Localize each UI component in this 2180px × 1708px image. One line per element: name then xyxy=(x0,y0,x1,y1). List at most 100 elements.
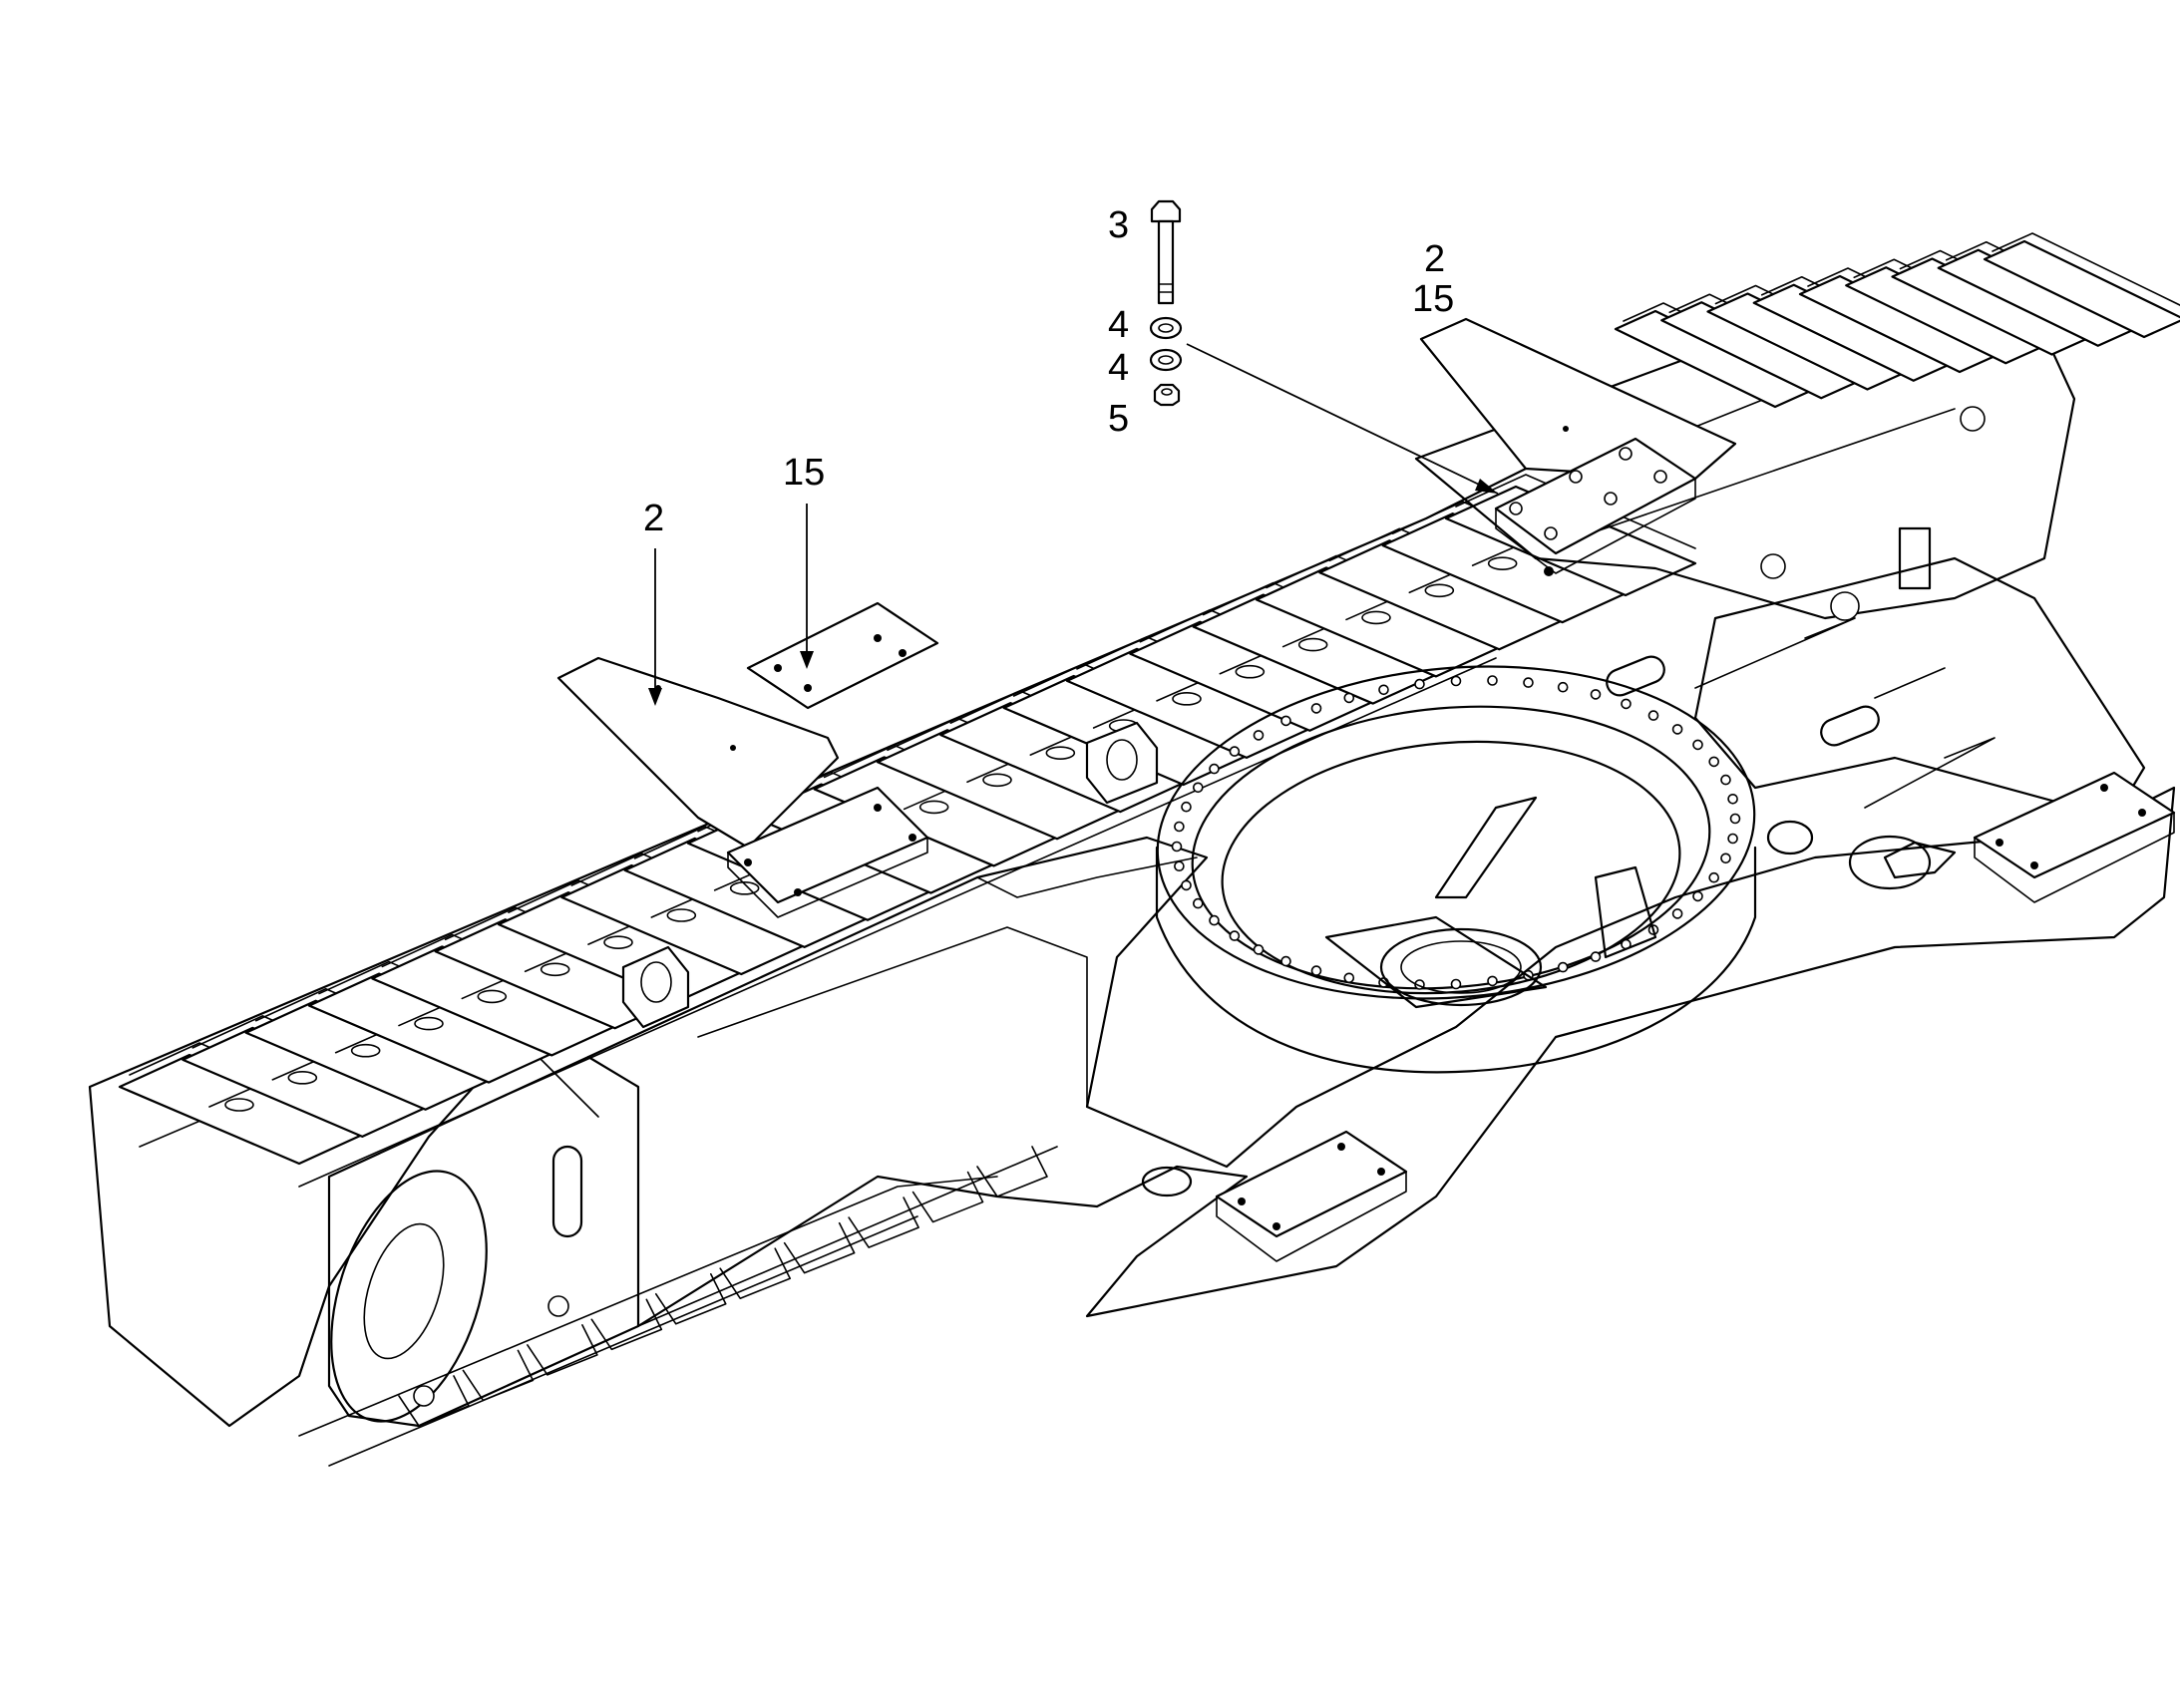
left-lower-shoe xyxy=(654,1272,727,1325)
rear-crossmember-ribs xyxy=(1694,617,1996,809)
swing-ring-bolt-hole xyxy=(1209,763,1220,775)
bolt-shank xyxy=(1157,219,1175,305)
leader-fastener-stack-arrowhead xyxy=(1475,479,1498,494)
center-frame-outline xyxy=(586,786,2176,1328)
callout-left-pad-plate: 15 xyxy=(783,452,825,494)
swing-ring-bolt-hole xyxy=(1343,972,1355,984)
callout-washer-upper: 4 xyxy=(1108,304,1129,346)
swing-ring-bolt-hole xyxy=(1310,703,1322,714)
left-clamp-plate xyxy=(726,786,929,918)
swing-ring-bolt-hole xyxy=(1523,677,1534,688)
rear-slot-2 xyxy=(1820,705,1880,747)
swing-ring-bolt-hole xyxy=(1181,801,1192,813)
swing-ring-bolt-hole xyxy=(1708,756,1719,768)
swing-ring-outer xyxy=(1156,665,1756,1000)
swing-ring-bolt-hole xyxy=(1209,914,1220,926)
left-mounting-plate xyxy=(746,601,939,710)
swing-ring-bolt-hole xyxy=(1310,965,1322,976)
swing-ring-bolt-hole xyxy=(1708,871,1719,883)
left-carrier-roller-1 xyxy=(621,945,690,1029)
leader-left-part-15-arrowhead xyxy=(800,651,814,669)
front-center-pad xyxy=(1215,1130,1408,1262)
callout-right-pad-part: 2 xyxy=(1424,238,1445,280)
left-lower-track xyxy=(298,1146,1058,1467)
left-lower-shoe xyxy=(976,1146,1048,1197)
left-lower-shoe xyxy=(527,1324,598,1376)
swing-ring-bolt-hole xyxy=(1174,821,1185,833)
swing-ring-base xyxy=(1155,846,1757,1074)
swing-ring-inner-lip xyxy=(1191,705,1711,990)
right-track-assembly xyxy=(1414,232,2180,621)
swing-ring-bolt-hole xyxy=(1171,841,1183,853)
swing-center-hub-inner xyxy=(1400,940,1522,994)
right-track-shoe xyxy=(1983,232,2180,339)
left-idler-pin-2 xyxy=(413,1385,435,1407)
swing-ring-bolt-hole xyxy=(1729,813,1741,825)
left-carrier-roller-2 xyxy=(1085,721,1159,805)
left-lower-shoe xyxy=(848,1196,919,1248)
rear-right-pad xyxy=(1973,771,2176,903)
center-frame-web xyxy=(697,856,1198,1108)
rear-hole-1 xyxy=(1766,820,1814,855)
rear-hole-3 xyxy=(1883,841,1957,879)
swing-ring-bolt-hole xyxy=(1671,724,1683,735)
washer-part-4-lower xyxy=(1149,348,1183,372)
left-lower-shoes xyxy=(398,1146,1048,1427)
left-track-assembly xyxy=(88,437,1697,1467)
callout-washer-lower: 4 xyxy=(1108,347,1129,389)
right-wear-pad-wedge xyxy=(1419,317,1737,481)
leader-lines xyxy=(648,343,1499,706)
leader-left-part-2-arrowhead xyxy=(648,688,662,706)
callout-right-pad-plate: 15 xyxy=(1412,278,1454,320)
swing-ring-bolt-hole xyxy=(1174,860,1185,872)
swing-ring-bolt-hole xyxy=(1378,684,1389,696)
bolt-thread xyxy=(1158,283,1174,293)
left-idler-housing xyxy=(327,1055,640,1428)
swing-ring-bolt-hole xyxy=(1647,710,1659,721)
left-lower-shoe xyxy=(590,1298,663,1351)
rear-slot-1 xyxy=(1606,655,1665,697)
left-lower-shoe xyxy=(719,1247,792,1300)
swing-ring-bolt-hole xyxy=(1727,833,1738,845)
bolt-head xyxy=(1150,199,1182,223)
swing-ring-bolt-hole xyxy=(1727,793,1738,805)
left-idler-slot xyxy=(551,1145,583,1238)
swing-ring-bolt-hole xyxy=(1253,730,1265,741)
swing-ring-bolt-hole xyxy=(1557,961,1569,973)
swing-ring-spoke-1 xyxy=(1434,796,1538,899)
swing-ring-bolt-hole xyxy=(1193,897,1204,909)
right-mounting-plate-part-15 xyxy=(1494,437,1697,576)
swing-ring-bolt-hole xyxy=(1280,955,1291,967)
swing-ring-bolt-hole xyxy=(1229,746,1241,757)
swing-ring-spoke-3 xyxy=(1324,915,1548,1009)
right-frame-block xyxy=(1898,526,1932,590)
swing-ring-bolt-holes xyxy=(1171,675,1741,990)
left-lower-shoe xyxy=(783,1221,856,1274)
left-idler-wheel xyxy=(330,1170,488,1423)
callout-labels: 3 4 4 5 2 15 2 15 xyxy=(643,204,1454,539)
left-idler-hub xyxy=(363,1222,445,1360)
left-idler-pin xyxy=(547,1295,569,1317)
swing-ring-bolt-hole xyxy=(1280,715,1291,727)
swing-ring-bolt-hole xyxy=(1487,975,1498,987)
swing-ring-bolt-hole xyxy=(1487,675,1498,686)
swing-ring-bolt-hole xyxy=(1692,890,1703,902)
swing-ring-bolt-hole xyxy=(1692,739,1703,751)
callout-nut: 5 xyxy=(1108,398,1129,440)
swing-ring-bolt-hole xyxy=(1557,681,1569,693)
swing-ring-bolt-hole xyxy=(1193,782,1204,794)
rear-hole-2 xyxy=(1848,835,1932,890)
swing-center-hub xyxy=(1379,927,1543,1007)
callout-left-pad-part: 2 xyxy=(643,498,664,539)
swing-ring-bolt-hole xyxy=(1720,774,1731,786)
swing-ring-bolt-hole xyxy=(1621,698,1632,710)
left-mounting-plate-part-15 xyxy=(746,601,939,710)
swing-ring-bolt-hole xyxy=(1450,675,1462,687)
swing-ring-bolt-hole xyxy=(1229,930,1241,941)
washer-part-4-upper xyxy=(1149,316,1183,340)
nut-part-5 xyxy=(1153,383,1181,407)
front-hole xyxy=(1141,1166,1193,1197)
left-lower-shoe xyxy=(911,1171,984,1223)
left-lower-shoe xyxy=(398,1375,470,1427)
